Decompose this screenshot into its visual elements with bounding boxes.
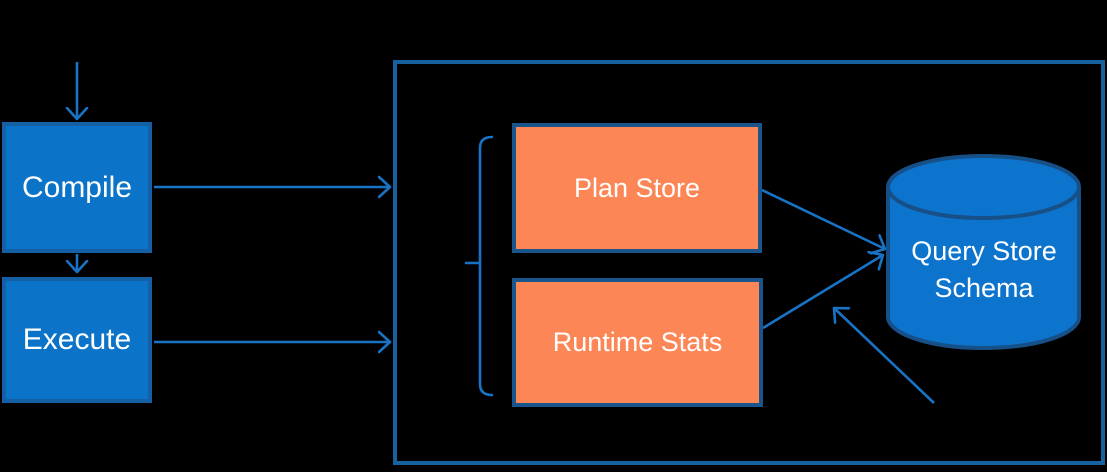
cylinder-body: [886, 187, 1081, 350]
arrow-lower-right-to-schema: [834, 308, 935, 404]
runtime-stats-node: Runtime Stats: [512, 278, 763, 407]
query-store-schema-node: Query Store Schema: [888, 232, 1080, 308]
database-cylinder-icon: [886, 154, 1081, 350]
runtime-stats-label: Runtime Stats: [552, 327, 723, 357]
compile-node: Compile: [2, 122, 152, 253]
query-store-schema-label: Query Store Schema: [911, 236, 1057, 303]
plan-store-node: Plan Store: [512, 123, 762, 253]
plan-store-label: Plan Store: [573, 172, 701, 203]
arrow-plan-store-to-schema: [761, 188, 885, 249]
group-bracket: [478, 135, 494, 397]
query-store-frame: [393, 60, 1105, 465]
compile-label: Compile: [21, 170, 133, 204]
execute-label: Execute: [22, 323, 132, 356]
cylinder-top: [886, 154, 1081, 220]
execute-node: Execute: [2, 277, 152, 403]
arrow-runtime-stats-to-schema: [762, 255, 883, 330]
